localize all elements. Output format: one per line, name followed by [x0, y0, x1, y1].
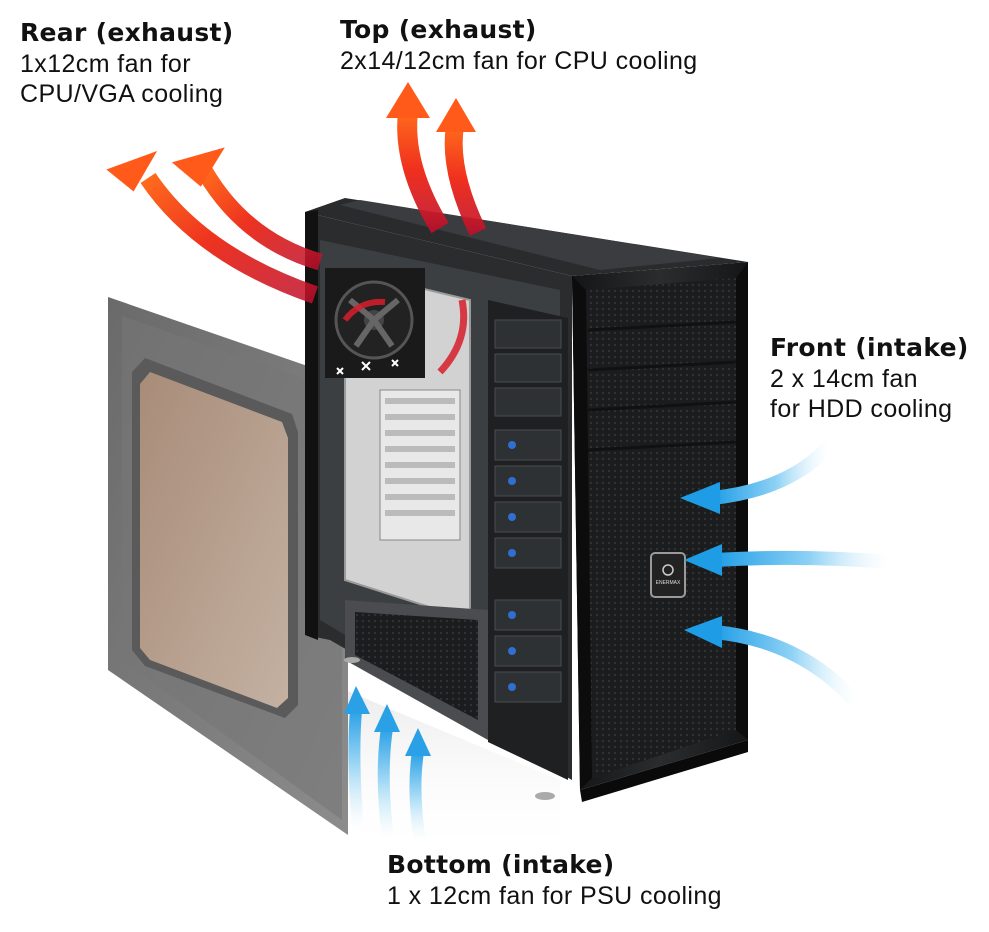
bottom-intake-title: Bottom (intake) — [387, 850, 615, 879]
front-intake-label: Front (intake) 2 x 14cm fan for HDD cool… — [770, 333, 969, 425]
intake-arrow-icon — [344, 686, 370, 831]
intake-arrow-icon — [405, 728, 431, 843]
intake-arrow-icon — [684, 544, 891, 576]
floor-reflection — [345, 690, 560, 860]
drive-bays — [488, 300, 568, 780]
rear-exhaust-desc-line-1: 1x12cm fan for — [20, 49, 191, 78]
expansion-slots — [379, 389, 461, 541]
interior-exhaust-flow — [342, 298, 468, 375]
top-exhaust-title: Top (exhaust) — [340, 15, 537, 44]
bottom-intake-arrows — [344, 686, 431, 843]
pc-case: ENERMAX — [305, 198, 748, 802]
side-panel-window — [132, 358, 298, 718]
intake-arrow-icon — [680, 440, 836, 514]
top-exhaust-label: Top (exhaust) 2x14/12cm fan for CPU cool… — [340, 15, 698, 76]
top-exhaust-desc: 2x14/12cm fan for CPU cooling — [340, 46, 698, 75]
rear-exhaust-label: Rear (exhaust) 1x12cm fan for CPU/VGA co… — [20, 18, 234, 110]
exhaust-arrow-icon — [106, 150, 318, 304]
exhaust-arrow-icon — [171, 147, 323, 271]
badge-text: ENERMAX — [656, 580, 681, 586]
enermax-logo-icon — [662, 564, 674, 576]
front-intake-desc-line-2: for HDD cooling — [770, 395, 953, 423]
front-logo-badge: ENERMAX — [650, 552, 686, 598]
exhaust-arrow-icon — [436, 98, 487, 236]
front-bezel: ENERMAX — [572, 262, 748, 802]
front-intake-desc-line-1: 2 x 14cm fan — [770, 364, 918, 393]
rear-exhaust-arrows — [106, 147, 323, 304]
intake-arrow-icon — [684, 616, 862, 707]
exhaust-arrow-icon — [386, 82, 449, 234]
rear-exhaust-desc-line-2: CPU/VGA cooling — [20, 80, 224, 108]
front-intake-arrows — [680, 440, 891, 707]
rear-fan — [325, 268, 425, 378]
intake-arrow-icon — [374, 704, 400, 841]
top-exhaust-arrows — [386, 82, 487, 236]
rear-exhaust-title: Rear (exhaust) — [20, 18, 234, 47]
bottom-intake-label: Bottom (intake) 1 x 12cm fan for PSU coo… — [387, 850, 722, 911]
bottom-intake-desc: 1 x 12cm fan for PSU cooling — [387, 881, 722, 910]
front-intake-title: Front (intake) — [770, 333, 969, 362]
side-panel — [108, 297, 348, 835]
